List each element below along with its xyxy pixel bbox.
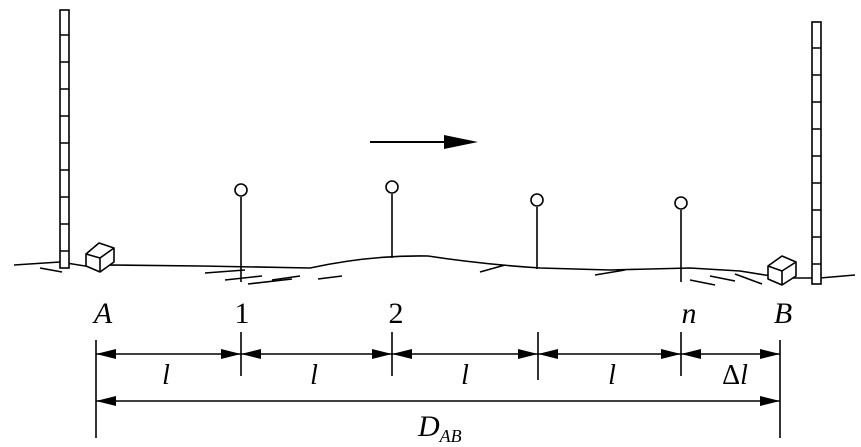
ground [13,255,856,286]
terrain-hatch [39,264,763,286]
point-label-a: A [92,297,113,330]
remainder-var: l [740,360,748,391]
ground-line [13,255,856,279]
ranging-pole-n [674,196,688,282]
point-label-1: 1 [235,297,250,330]
point-label-b: B [774,297,792,330]
segment-label-4: l [608,360,616,391]
ranging-pole-1 [234,183,248,282]
segment-dimension-line [96,349,780,359]
remainder-delta: Δ [722,360,740,391]
marker-block-b [767,255,797,286]
point-label-2: 2 [389,297,404,330]
point-label-n: n [682,297,697,330]
total-distance-label: DAB [417,410,462,442]
ranging-pole-3 [530,193,544,269]
leveling-staff-b [811,21,822,285]
leveling-staff-a [59,9,70,269]
ranging-pole-2 [385,180,399,258]
segment-label-2: l [310,360,318,391]
marker-block-a [85,242,115,273]
segment-label-3: l [461,360,469,391]
total-dimension-line [96,396,780,406]
total-subscript: AB [439,426,462,442]
remainder-label: Δl [722,360,748,391]
total-main: D [417,410,440,442]
segment-label-1: l [162,360,170,391]
direction-arrow [370,135,478,149]
